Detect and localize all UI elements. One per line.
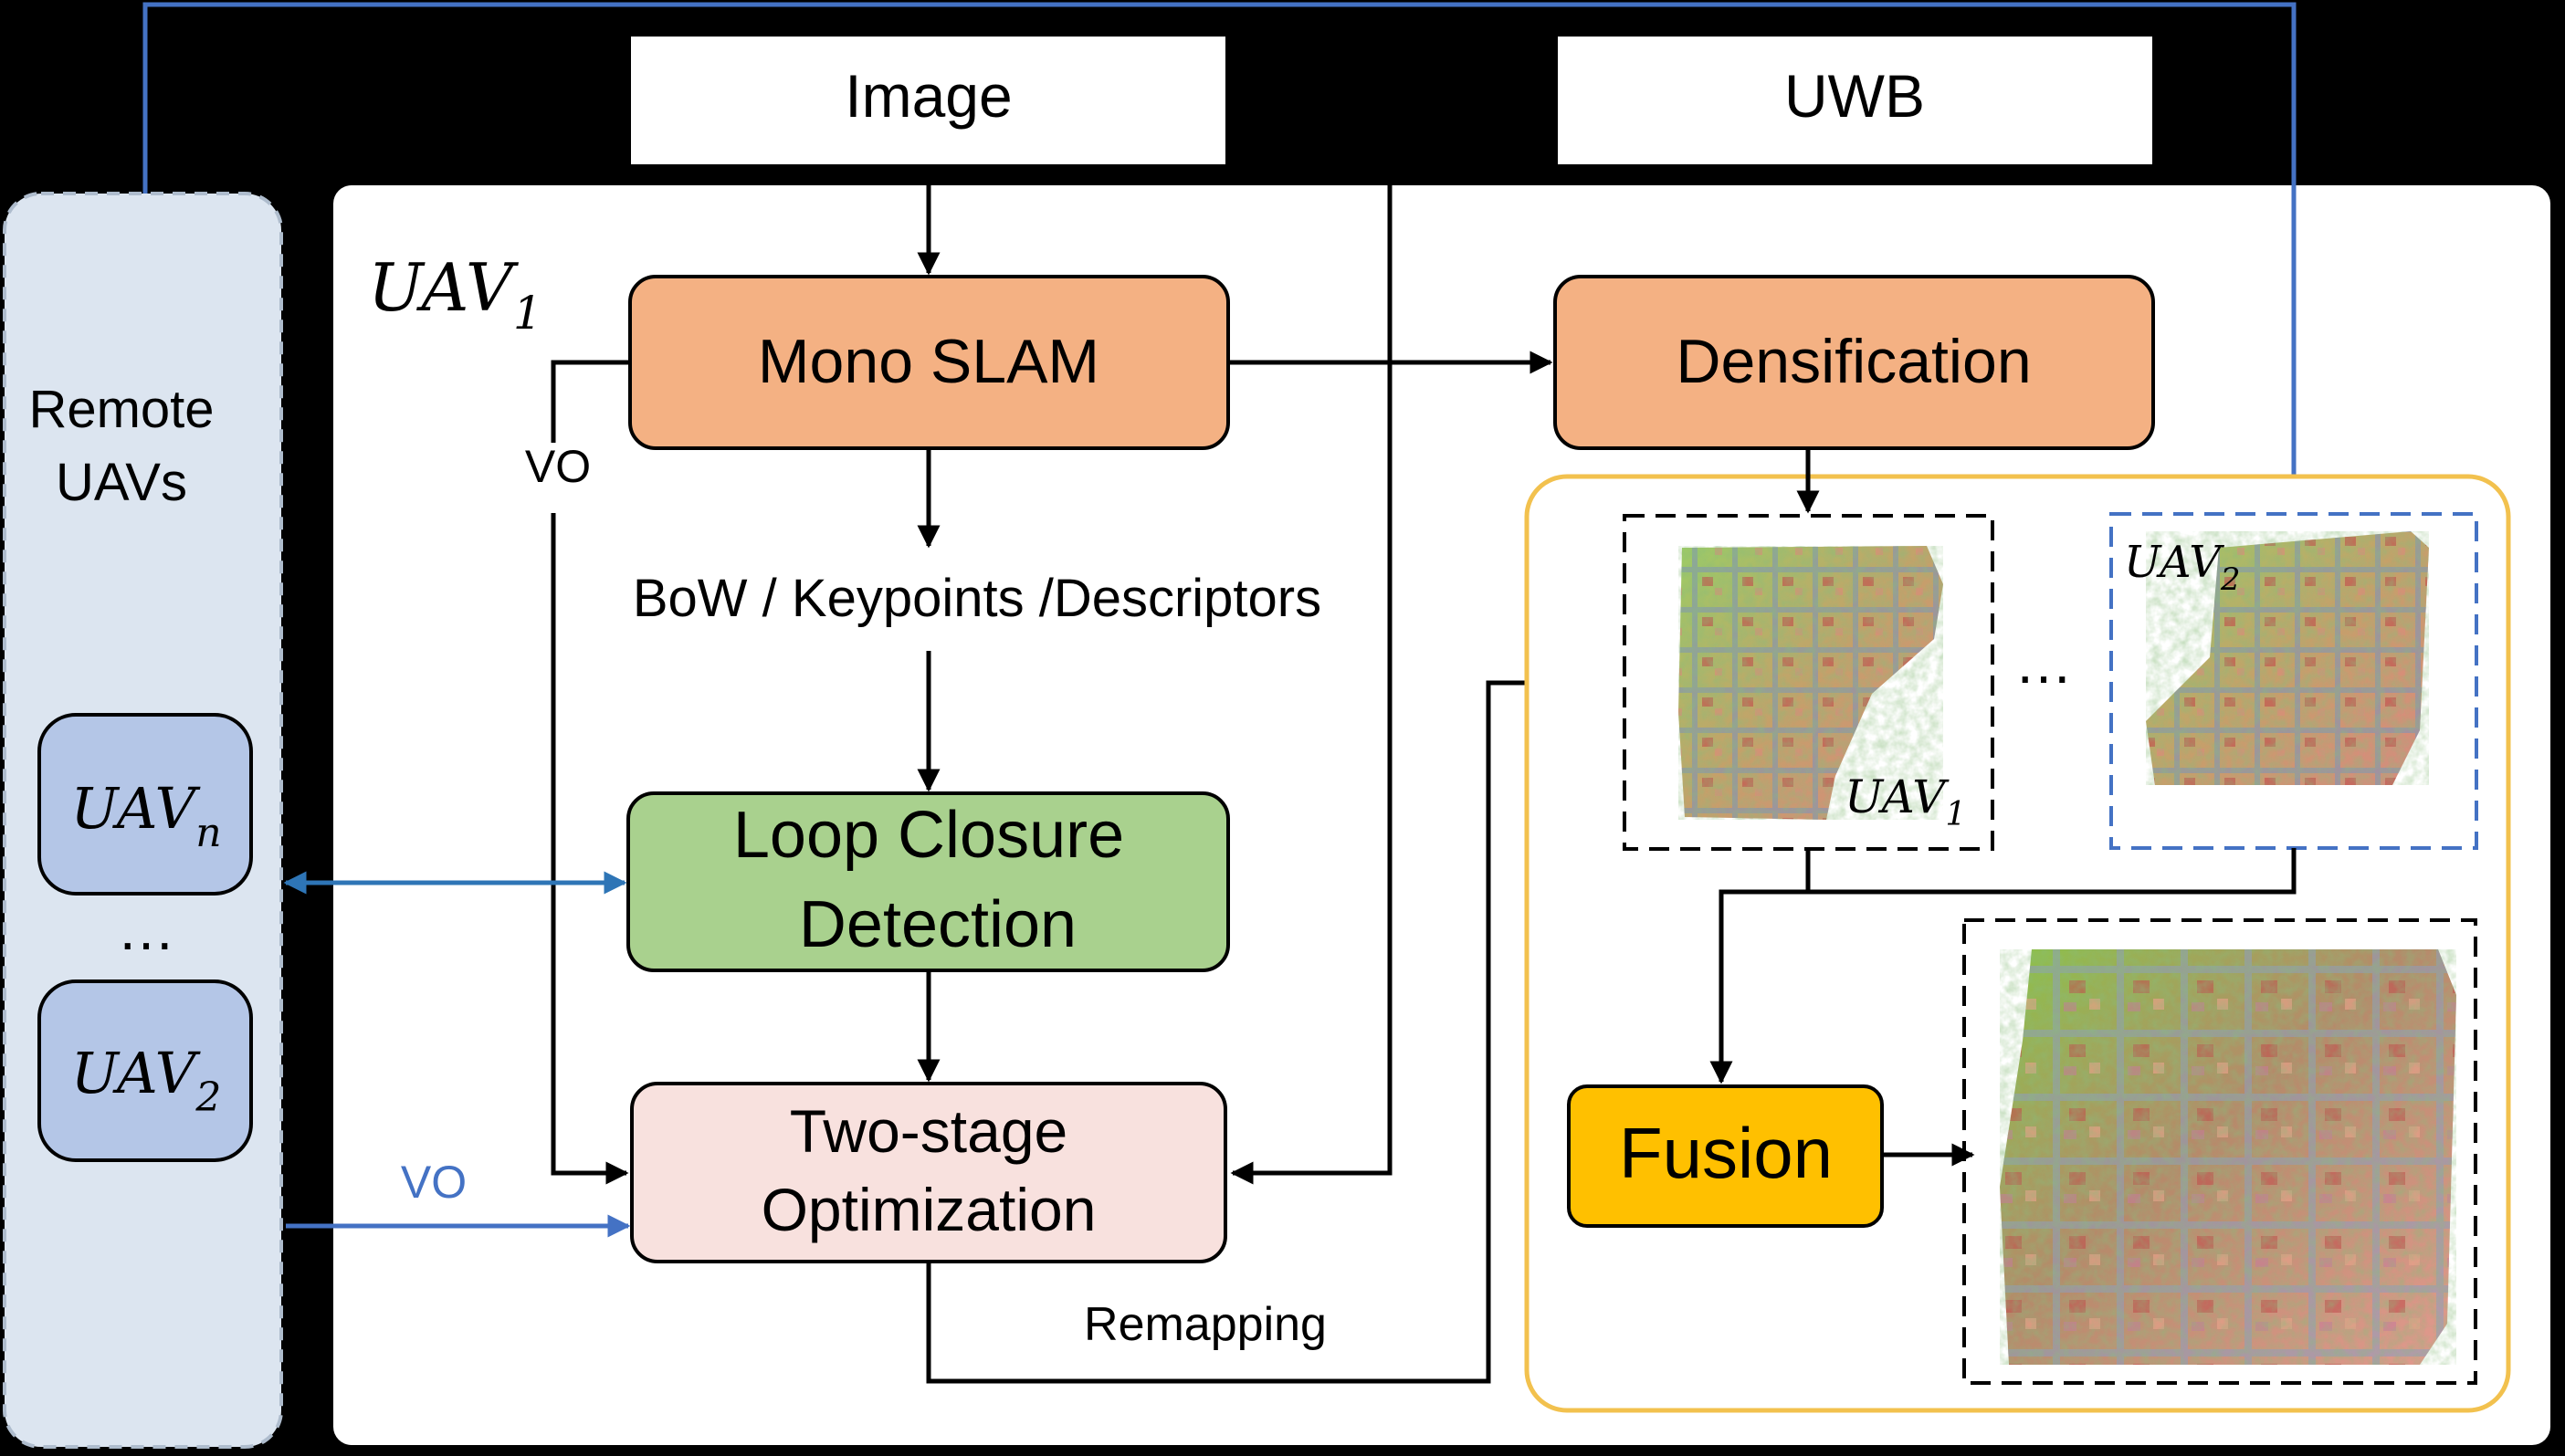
fused-map-image	[2000, 949, 2456, 1365]
densification-label: Densification	[1676, 327, 2031, 396]
uav1-map-image	[1678, 546, 1943, 820]
image-input-label: Image	[845, 62, 1012, 130]
mono-slam-label: Mono SLAM	[758, 327, 1099, 396]
remote-uavs-label-2: UAVs	[56, 453, 187, 512]
fused-map-frame	[1962, 918, 2477, 1385]
uav2-map-image	[2146, 531, 2429, 785]
uav2-map-to-fusion-line	[1808, 848, 2297, 895]
remote-vo-label: VO	[401, 1157, 467, 1208]
uav1-map-to-fusion-line	[1709, 849, 1811, 1084]
uav2-map-label: UAV2	[2124, 537, 2241, 598]
vo-label: VO	[525, 441, 591, 492]
fusion-label: Fusion	[1619, 1113, 1833, 1193]
vo-line-top	[551, 360, 630, 443]
remote-uav-n-label: UAVn	[70, 775, 221, 856]
remote-uav-n-box	[37, 713, 253, 896]
remote-uav-2-box	[37, 979, 253, 1162]
optimization-label-2: Optimization	[762, 1176, 1097, 1243]
remapping-label: Remapping	[1084, 1298, 1327, 1351]
features-label: BoW / Keypoints /Descriptors	[633, 569, 1321, 628]
image-input-box	[631, 37, 1225, 164]
image-to-optimization-line	[1230, 185, 1393, 1185]
uav1-map-label: UAV1	[1845, 770, 1966, 833]
loop-closure-label-1: Loop Closure	[733, 799, 1124, 872]
remote-to-uav2-map-line	[142, 2, 2306, 512]
densification-box	[1553, 275, 2155, 450]
remote-uav-2-label: UAV2	[71, 1040, 222, 1121]
vo-line-bottom	[551, 513, 629, 1185]
remote-uavs-label: Remote	[28, 380, 214, 439]
map-ellipsis: …	[2014, 630, 2073, 696]
loop-closure-label-2: Detection	[799, 888, 1077, 961]
uwb-input-box	[1558, 37, 2152, 164]
remote-ellipsis: …	[117, 896, 175, 962]
optimization-label-1: Two-stage	[790, 1097, 1067, 1165]
uwb-input-label: UWB	[1784, 62, 1925, 130]
uav1-panel-label: UAV1	[368, 249, 542, 340]
